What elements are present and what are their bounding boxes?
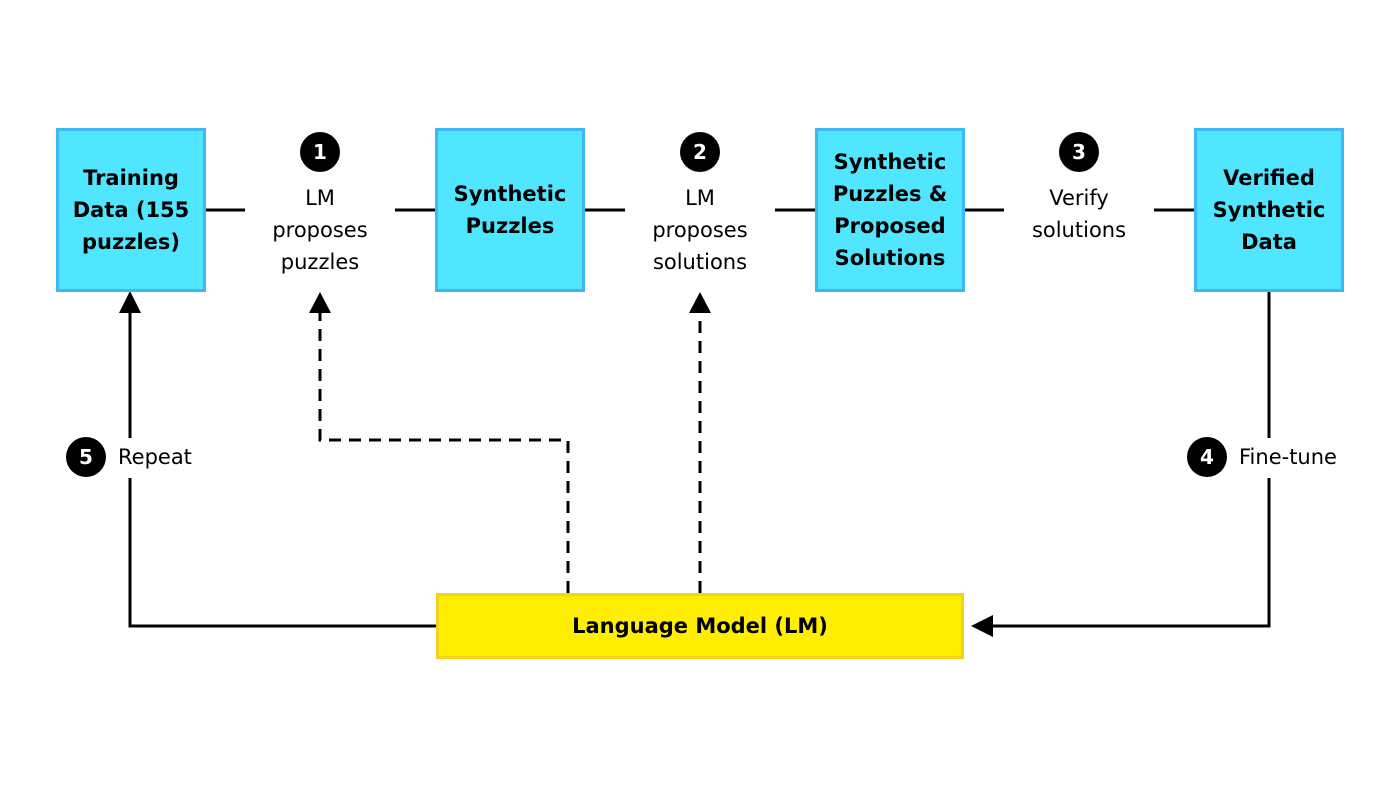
arrowhead-into-training — [119, 291, 141, 313]
step-2-label: LM proposes solutions — [652, 186, 748, 274]
step-3-badge: 3 — [1059, 132, 1099, 172]
step-5-badge: 5 — [66, 437, 106, 477]
step-3-number: 3 — [1072, 140, 1086, 164]
puzzles-and-solutions-label: Synthetic Puzzles & Proposed Solutions — [832, 150, 948, 270]
step-3-label: Verify solutions — [1031, 186, 1127, 242]
training-data-node: Training Data (155 puzzles) — [56, 128, 206, 292]
arrowhead-into-lm — [971, 615, 993, 637]
step-4-label: Fine-tune — [1239, 445, 1337, 469]
puzzles-and-solutions-node: Synthetic Puzzles & Proposed Solutions — [815, 128, 965, 292]
step-4-number: 4 — [1200, 445, 1214, 469]
language-model-label: Language Model (LM) — [572, 614, 828, 638]
step-2-badge: 2 — [680, 132, 720, 172]
step-5-number: 5 — [79, 445, 93, 469]
step-2-number: 2 — [693, 140, 707, 164]
arrowhead-step1 — [309, 292, 331, 313]
dashed-arrow-lm-to-step1 — [318, 297, 570, 593]
step-1-number: 1 — [313, 140, 327, 164]
step-5-label: Repeat — [118, 445, 192, 469]
step-1-label: LM proposes puzzles — [272, 186, 368, 274]
synthetic-puzzles-label: Synthetic Puzzles — [453, 182, 567, 238]
language-model-node: Language Model (LM) — [436, 593, 964, 659]
synthetic-puzzles-node: Synthetic Puzzles — [435, 128, 585, 292]
arrowhead-step2 — [689, 292, 711, 313]
training-data-label: Training Data (155 puzzles) — [72, 166, 190, 254]
verified-data-node: Verified Synthetic Data — [1194, 128, 1344, 292]
repeat-line-lower — [128, 478, 436, 628]
step-1-badge: 1 — [300, 132, 340, 172]
verified-data-label: Verified Synthetic Data — [1212, 166, 1326, 254]
finetune-line-lower — [988, 478, 1271, 628]
step-4-badge: 4 — [1187, 437, 1227, 477]
